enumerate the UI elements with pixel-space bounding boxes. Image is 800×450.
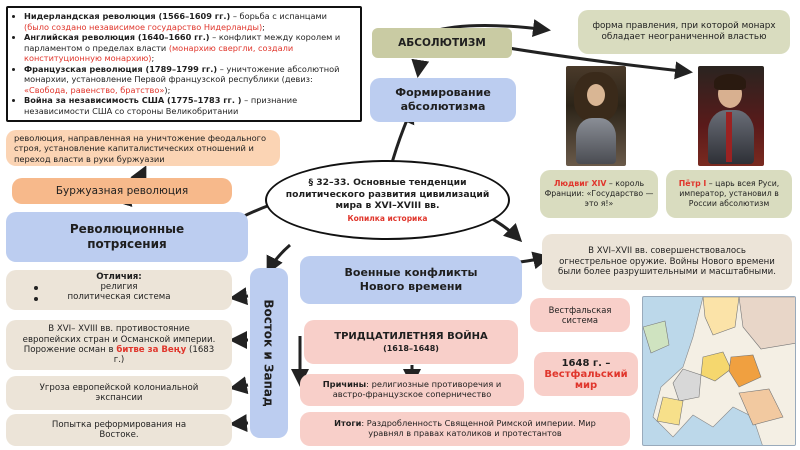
louis-caption: Людвиг XIV – король Франции: «Государств…	[540, 170, 658, 218]
difference-item: религия	[100, 281, 138, 292]
war-results: Итоги: Раздробленность Священной Римской…	[300, 412, 630, 446]
westphalian-peace: 1648 г. – Вестфальский мир	[534, 352, 638, 396]
thirty-years-war: ТРИДЦАТИЛЕТНЯЯ ВОЙНА (1618–1648)	[304, 320, 518, 364]
revolution-definition: революция, направленная на уничтожение ф…	[6, 130, 280, 166]
east-reform: Попытка реформирования на Востоке.	[6, 414, 232, 446]
revolutionary-upheavals: Революционные потрясения	[6, 212, 248, 262]
absolutism-definition: форма правления, при которой монарх обла…	[578, 10, 790, 54]
central-topic: § 32–33. Основные тенденции политическог…	[265, 160, 510, 240]
revolutions-list: Нидерландская революция (1566–1609 гг.) …	[6, 6, 362, 122]
louis-portrait	[566, 66, 626, 166]
absolutism-label: АБСОЛЮТИЗМ	[372, 28, 512, 58]
east-west-label: Восток и Запад	[250, 268, 288, 438]
colonial-threat: Угроза европейской колониальной экспанси…	[6, 376, 232, 410]
difference-item: политическая система	[67, 291, 171, 302]
europe-map	[642, 296, 796, 446]
bourgeois-revolution: Буржуазная революция	[12, 178, 232, 204]
military-conflicts: Военные конфликты Нового времени	[300, 256, 522, 304]
westphalian-system: Вестфальская система	[530, 298, 630, 332]
peter-caption: Пётр I – царь всея Руси, император, уста…	[666, 170, 792, 218]
ottoman-confrontation: В XVI– XVIII вв. противостояние европейс…	[6, 320, 232, 370]
revolution-item: Нидерландская революция (1566–1609 гг.) …	[24, 11, 354, 32]
bullet-dot	[34, 286, 38, 290]
differences-box: Отличия: религия политическая система	[6, 270, 232, 310]
revolution-item: Война за независимость США (1775–1783 гг…	[24, 95, 354, 116]
absolutism-formation: Формирование абсолютизма	[370, 78, 516, 122]
revolution-item: Французская революция (1789–1799 гг.) – …	[24, 64, 354, 96]
map-shapes	[643, 297, 795, 445]
military-description: В XVI–XVII вв. совершенствовалось огнест…	[542, 234, 792, 290]
war-causes: Причины: религиозные противоречия и авст…	[300, 374, 524, 406]
bullet-dot	[34, 297, 38, 301]
revolution-item: Английская революция (1640–1660 гг.) – к…	[24, 32, 354, 64]
peter-portrait	[698, 66, 764, 166]
